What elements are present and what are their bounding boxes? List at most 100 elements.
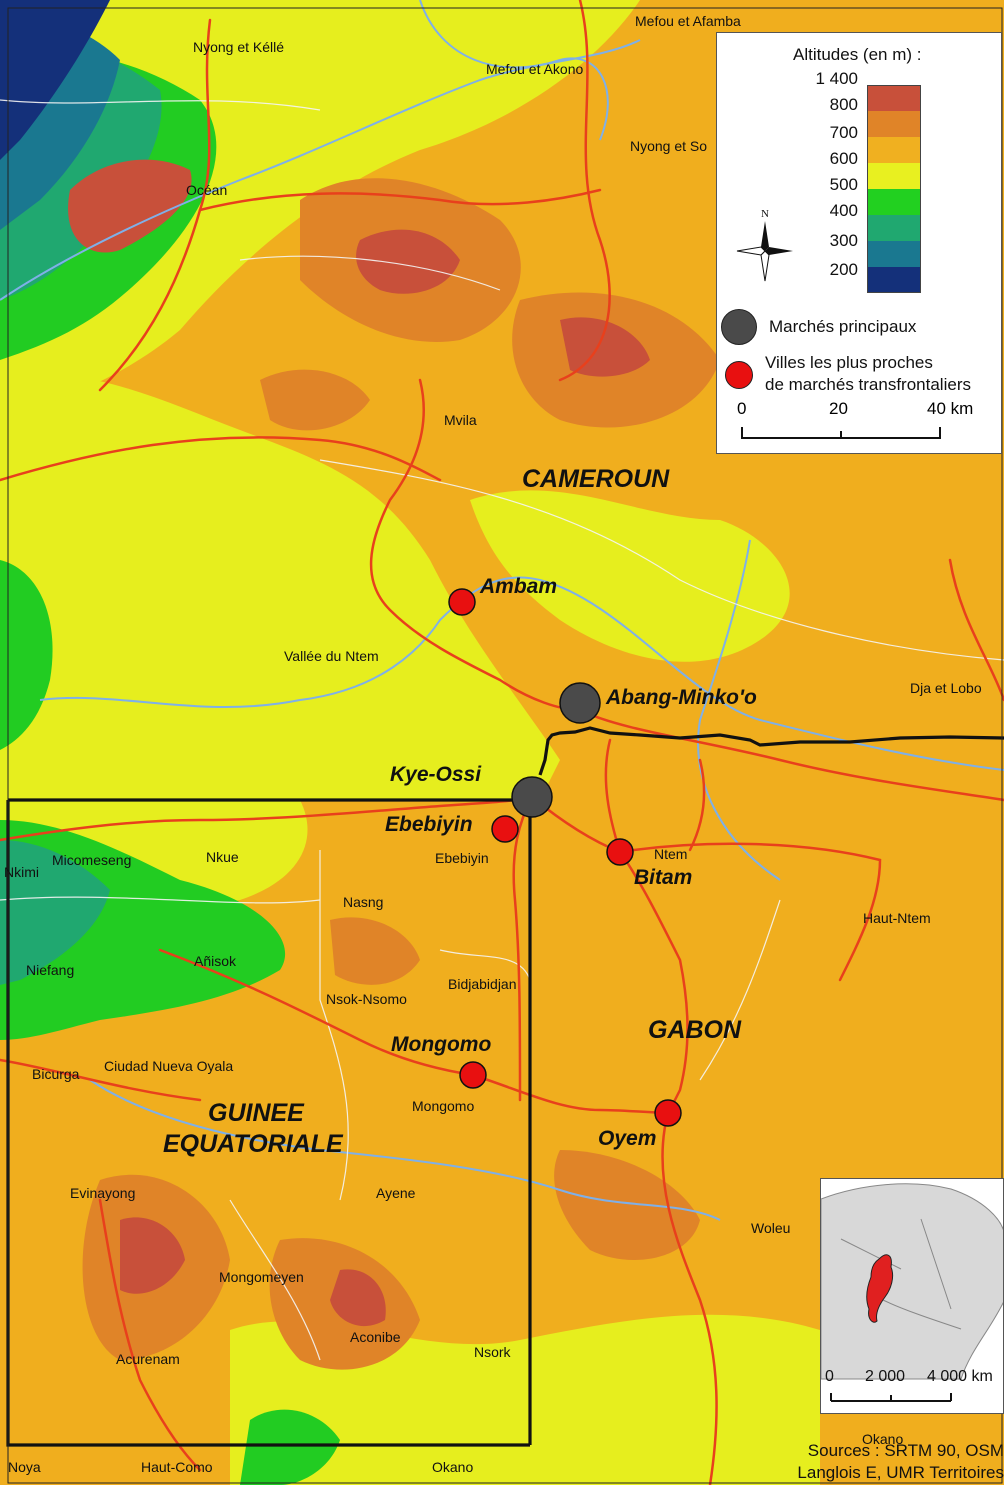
- label-vallee-ntem: Vallée du Ntem: [284, 648, 379, 664]
- road-ocean: [198, 188, 602, 212]
- label-mvila: Mvila: [444, 412, 477, 428]
- altitude-swatch: [867, 215, 921, 241]
- rivers: [0, 0, 1004, 1221]
- altitude-swatch: [867, 137, 921, 163]
- label-okano-bottom: Okano: [432, 1459, 473, 1475]
- terrain-high-6: [260, 369, 370, 431]
- town-bitam: [606, 838, 634, 866]
- label-mefou-afamba: Mefou et Afamba: [635, 13, 741, 29]
- label-ntem: Ntem: [654, 846, 687, 862]
- cross-border-label-1: Villes les plus proches: [765, 353, 933, 372]
- inset-africa-map: 0 2 000 4 000 km: [820, 1178, 1004, 1414]
- legend-title: Altitudes (en m) :: [793, 45, 922, 64]
- label-nsork: Nsork: [474, 1344, 512, 1360]
- label-okano-top: Okano: [862, 1431, 903, 1447]
- label-bitam: Bitam: [634, 866, 692, 889]
- road-mvila: [369, 378, 582, 712]
- main-market-symbol: [721, 309, 757, 345]
- credits-author: Langlois E, UMR Territoires: [797, 1463, 1004, 1482]
- cross-border-label-2: de marchés transfrontaliers: [765, 375, 971, 394]
- label-mongomeyen: Mongomeyen: [219, 1269, 304, 1285]
- altitude-level-label: 300: [829, 231, 858, 250]
- admin-line-5: [319, 850, 349, 1201]
- label-mongomo-town: Mongomo: [391, 1033, 491, 1056]
- terrain-high-5: [560, 317, 650, 377]
- road-oyem-south: [661, 1111, 718, 1485]
- terrain-high-8: [120, 1217, 185, 1294]
- inset-scale-4000: 4 000 km: [927, 1368, 993, 1385]
- terrain-high-12: [330, 917, 420, 985]
- inset-continent: [821, 1183, 1003, 1380]
- main-market-label: Marchés principaux: [769, 317, 917, 336]
- credits-sources: Sources : SRTM 90, OSM: [807, 1441, 1004, 1460]
- admin-line-6: [439, 949, 531, 981]
- terrain-green-west: [0, 560, 53, 750]
- border-cameroon-gabon: [538, 726, 1004, 776]
- label-evinayong: Evinayong: [70, 1185, 135, 1201]
- label-acurenam: Acurenam: [116, 1351, 180, 1367]
- terrain-teal-gq: [0, 840, 110, 985]
- label-dja-lobo: Dja et Lobo: [910, 680, 982, 696]
- road-east-2: [948, 558, 1004, 702]
- scale-tick-20: 20: [829, 399, 848, 418]
- label-equatoriale: EQUATORIALE: [163, 1130, 344, 1158]
- label-woleu: Woleu: [751, 1220, 790, 1236]
- market-kye-ossi: [511, 776, 553, 818]
- scale-tick-40: 40 km: [927, 399, 974, 418]
- town-oyem: [654, 1099, 682, 1127]
- label-haut-ntem: Haut-Ntem: [863, 910, 931, 926]
- label-micomeseng: Micomeseng: [52, 852, 131, 868]
- altitude-swatch: [867, 189, 921, 215]
- road-mongomo: [158, 948, 475, 1077]
- label-guinee: GUINEE: [208, 1099, 305, 1127]
- terrain-yellow-plain-west: [0, 374, 560, 800]
- altitude-level-label: 1 400: [815, 69, 858, 88]
- label-mefou-akono: Mefou et Akono: [486, 61, 584, 77]
- admin-line-2: [239, 255, 501, 291]
- road-east-1: [578, 708, 1004, 802]
- label-anisok: Añisok: [194, 953, 237, 969]
- town-mongomo: [459, 1061, 487, 1089]
- road-haut-ntem: [618, 842, 882, 982]
- label-nkue: Nkue: [206, 849, 239, 865]
- admin-line-8: [229, 1199, 321, 1361]
- label-nyong-kelle: Nyong et Kéllé: [193, 39, 284, 55]
- scale-bar: 0 20 40 km: [737, 399, 973, 449]
- label-nyong-so: Nyong et So: [630, 138, 707, 154]
- road-gq-coast: [0, 1058, 202, 1102]
- label-bicurga: Bicurga: [32, 1066, 80, 1082]
- admin-line-3: [319, 459, 1004, 661]
- inset-scale-0: 0: [825, 1368, 834, 1385]
- scale-tick-0: 0: [737, 399, 747, 418]
- cross-border-symbol: [725, 361, 753, 389]
- label-niefang: Niefang: [26, 962, 74, 978]
- river-east: [697, 539, 781, 881]
- label-ocean: Océan: [186, 182, 227, 198]
- inset-highlight: [866, 1254, 894, 1323]
- admin-line-4: [0, 896, 321, 904]
- terrain-yellow-east: [470, 490, 790, 662]
- river-north-branch: [419, 0, 609, 141]
- label-ebebiyin-division: Ebebiyin: [435, 850, 489, 866]
- label-mongomo-division: Mongomo: [412, 1098, 474, 1114]
- altitude-level-label: 700: [829, 123, 858, 142]
- altitude-level-label: 600: [829, 149, 858, 168]
- admin-line-1: [0, 99, 321, 111]
- road-bitam: [530, 795, 689, 1115]
- altitude-swatch: [867, 241, 921, 267]
- label-nsok-nsomo: Nsok-Nsomo: [326, 991, 407, 1007]
- map-frame: [7, 7, 1003, 1484]
- terrain-darkblue-nw: [0, 0, 110, 160]
- road-north-east: [558, 0, 611, 382]
- river-south: [89, 1079, 721, 1221]
- inset-coast: [840, 1218, 962, 1330]
- terrain-high-1: [68, 159, 192, 253]
- label-ebebiyin-town: Ebebiyin: [385, 813, 473, 836]
- label-haut-como: Haut-Como: [141, 1459, 213, 1475]
- altitude-swatch: [867, 267, 921, 293]
- inset-scale-2000: 2 000: [865, 1368, 905, 1385]
- terrain-green-south: [240, 1409, 340, 1485]
- label-kye-ossi: Kye-Ossi: [390, 763, 482, 786]
- town-ambam: [448, 588, 476, 616]
